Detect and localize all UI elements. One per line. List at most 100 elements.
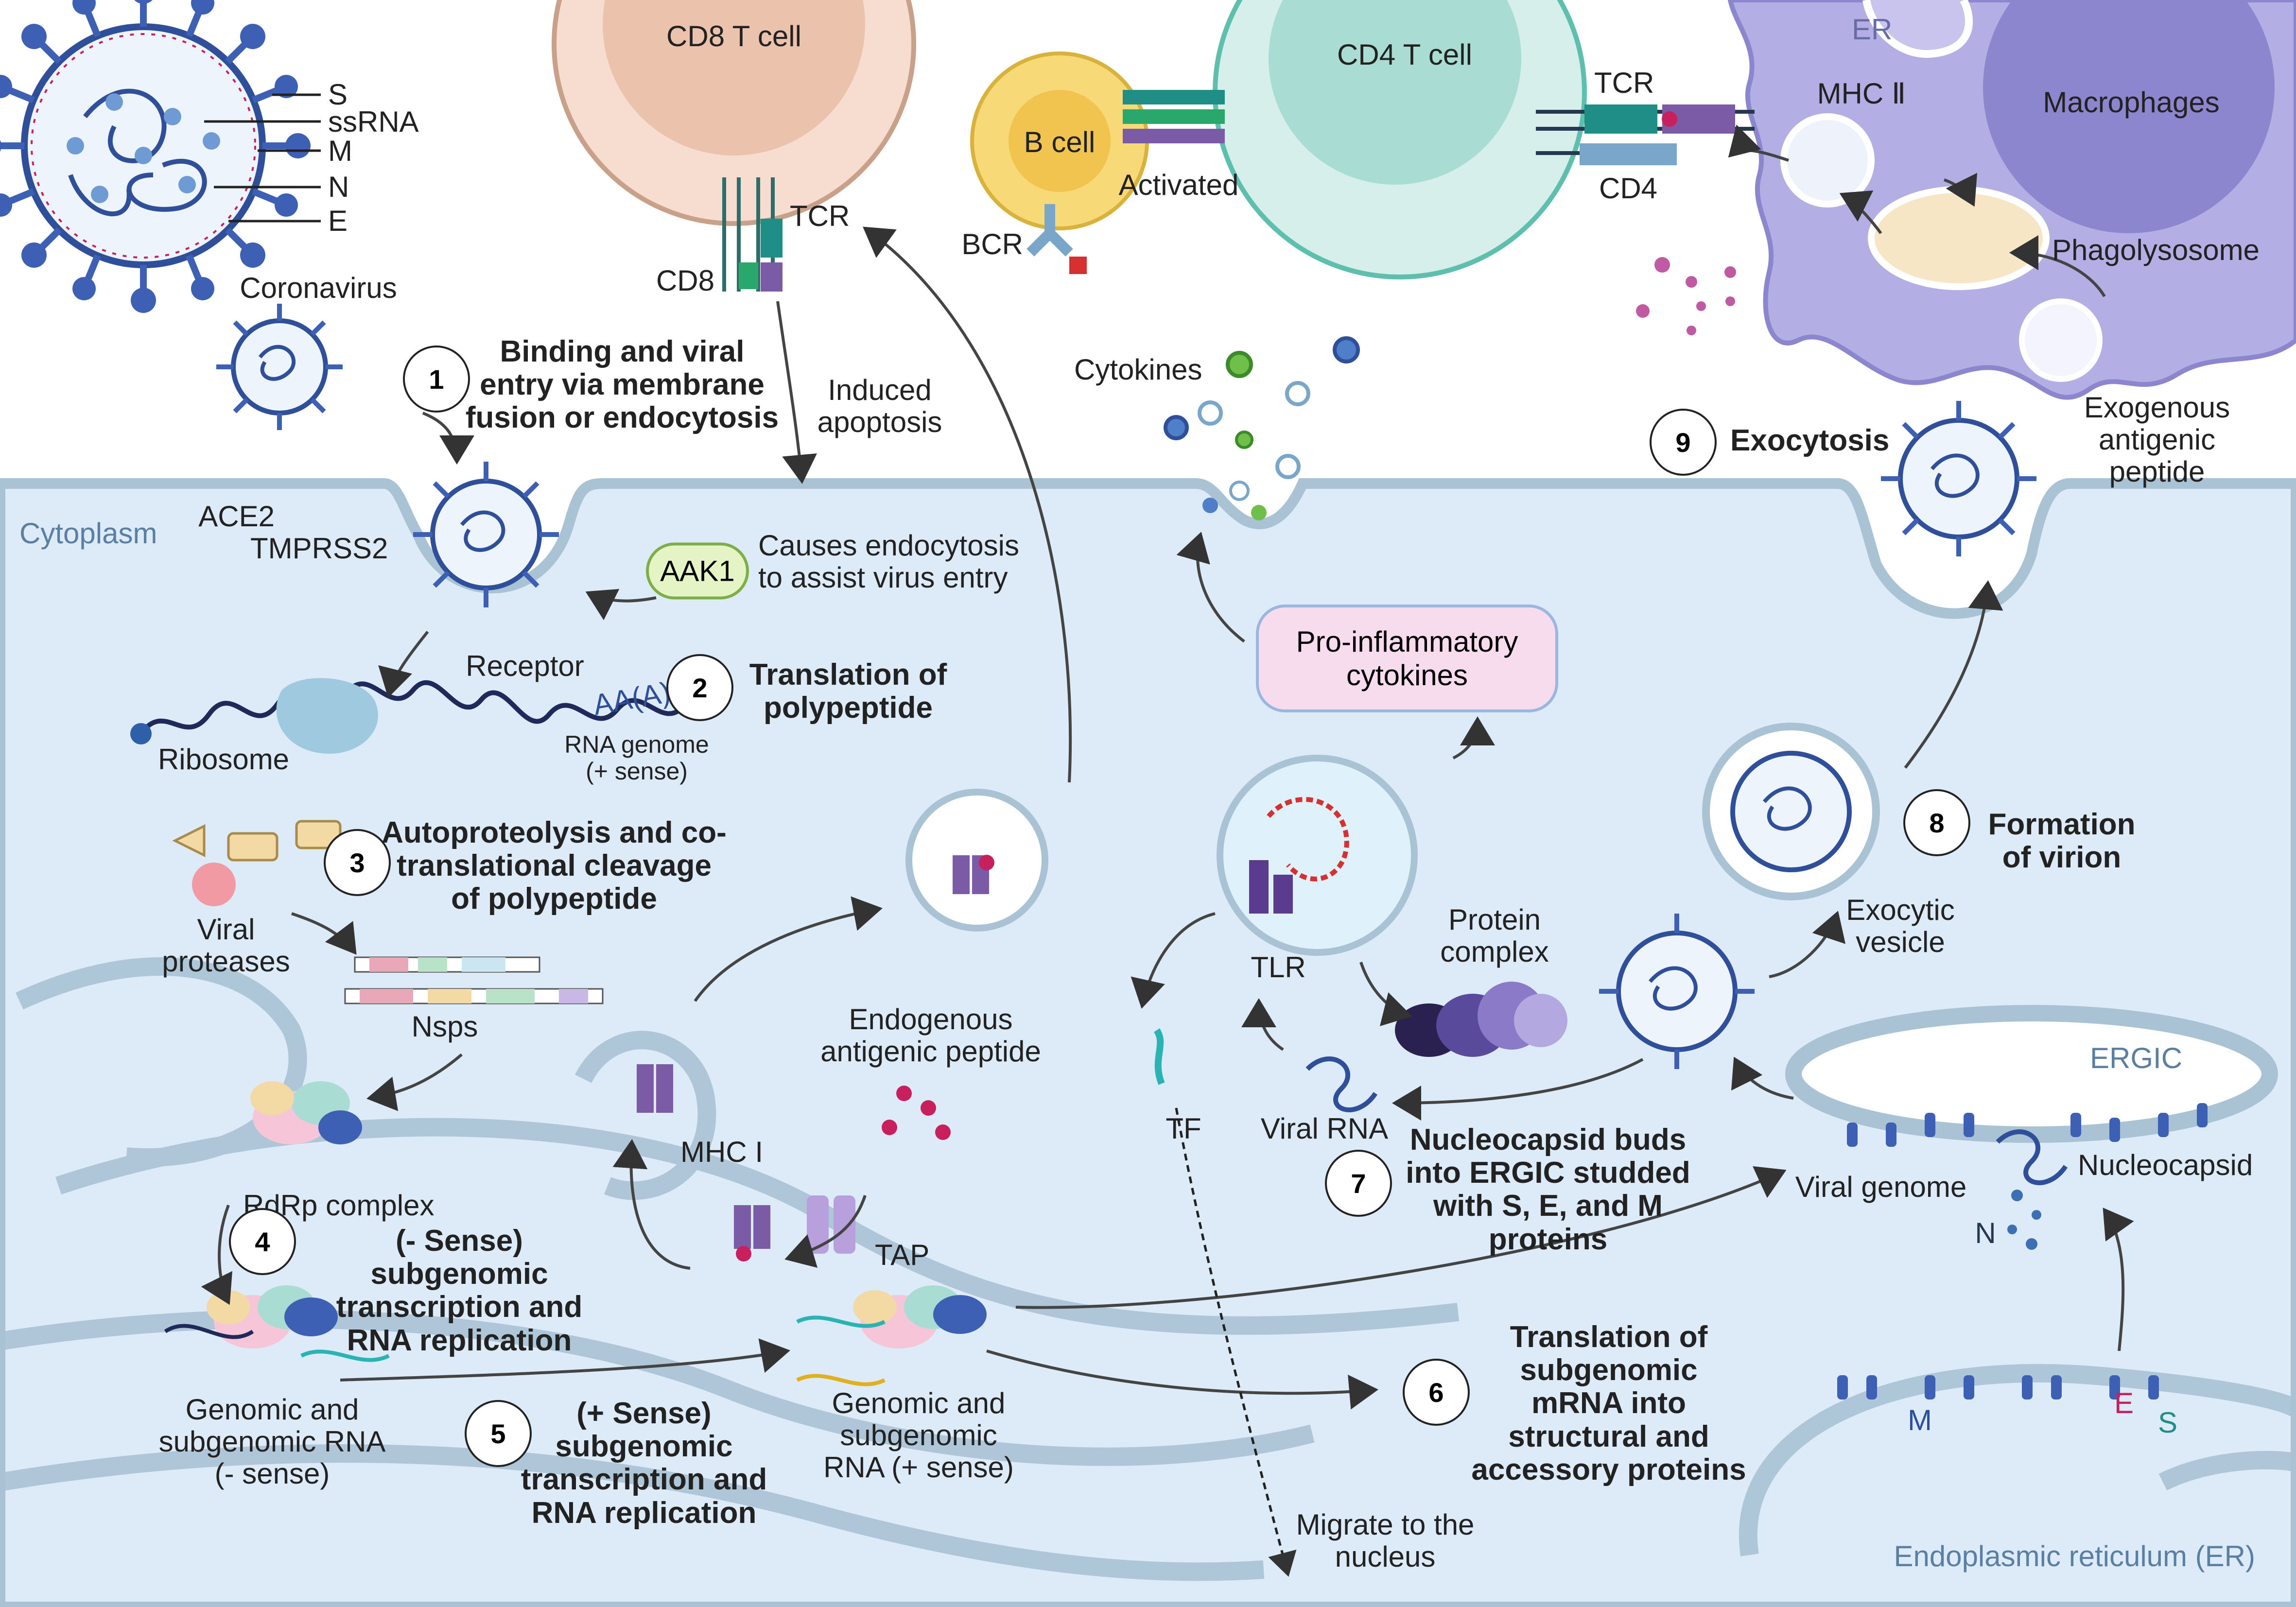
b-cell-nucleus — [1009, 90, 1111, 192]
endogenous-peptide-label: Endogenous antigenic peptide — [820, 1003, 1041, 1068]
genomic-plus-label: Genomic and subgenomic RNA (+ sense) — [823, 1387, 1014, 1484]
step-4-number: 4 — [229, 1208, 296, 1275]
polypeptide-fragments — [172, 820, 342, 906]
viral-genome-label: Viral genome — [1795, 1171, 1967, 1203]
m-letter-label: M — [1908, 1404, 1932, 1436]
endoplasmic-reticulum-right — [1739, 1364, 2296, 1556]
macrophage-er — [1862, 0, 1973, 58]
virus-budding — [1599, 914, 1755, 1069]
bcell-receptors — [1123, 90, 1225, 143]
exogenous-peptide-dots — [1636, 257, 1736, 335]
rna-genome-strand — [139, 680, 687, 735]
mhc1-label: MHC I — [680, 1136, 763, 1168]
receptor-label: Receptor — [466, 650, 584, 682]
s-letter-label: S — [2157, 1406, 2178, 1439]
phagolysosome — [1868, 186, 2050, 290]
cytoplasm-label: Cytoplasm — [19, 517, 157, 550]
virus-attaching — [216, 304, 343, 430]
nucleocapsid-label: Nucleocapsid — [2078, 1149, 2253, 1181]
tap-label: TAP — [875, 1239, 930, 1271]
step-8-text: Formation of virion — [1988, 808, 2136, 875]
migrate-dashed-arrow — [1175, 1107, 1297, 1577]
virus-exocytosis — [1881, 401, 2036, 556]
b-cell-label: B cell — [1024, 126, 1096, 158]
n-protein-dots — [2007, 1190, 2041, 1250]
virus-structure-large — [0, 0, 311, 313]
cytokine-dots — [1164, 336, 1360, 520]
step-7-text: Nucleocapsid buds into ERGIC studded wit… — [1406, 1123, 1690, 1256]
endogenous-peptide-dots — [882, 1086, 951, 1140]
step-6-number: 6 — [1403, 1359, 1470, 1426]
viral-rna-label: Viral RNA — [1260, 1112, 1389, 1145]
step-6-text: Translation of subgenomic mRNA into stru… — [1471, 1320, 1746, 1486]
macrophages-label: Macrophages — [2043, 86, 2220, 119]
viral-rna-coil — [1305, 1056, 1378, 1112]
ace2-label: ACE2 — [198, 500, 275, 533]
nsps-label: Nsps — [411, 1010, 478, 1043]
ribosome-label: Ribosome — [157, 743, 290, 776]
cd4-label: CD4 — [1599, 172, 1658, 205]
macrophage-nucleus — [1983, 0, 2275, 233]
tcr-right-label: TCR — [1594, 67, 1654, 99]
virus-in-vesicle — [1730, 751, 1852, 872]
rdrp-complex-top — [250, 1081, 362, 1144]
mhc1-er-complex — [637, 1064, 770, 1261]
step-7-number: 7 — [1325, 1150, 1392, 1217]
exocytic-vesicle-label: Exocytic vesicle — [1846, 894, 1955, 958]
aak1-note: Causes endocytosis to assist virus entry — [758, 529, 1019, 594]
legend-n: N — [328, 171, 349, 203]
proinflammatory-cytokines-box: Pro-inflammatory cytokines — [1256, 605, 1558, 712]
migrate-nucleus-label: Migrate to the nucleus — [1296, 1508, 1475, 1573]
legend-s: S — [328, 78, 348, 111]
cd8-t-cell-label: CD8 T cell — [666, 20, 801, 52]
tlr-endosome — [1217, 755, 1418, 956]
legend-m: M — [328, 135, 352, 167]
activated-label: Activated — [1118, 169, 1239, 201]
ergic-proteins — [1847, 1103, 2208, 1147]
rna-genome-label: RNA genome (+ sense) — [564, 731, 709, 785]
step-2-text: Translation of polypeptide — [749, 658, 947, 725]
er-top-label: ER — [1852, 13, 1893, 46]
cd4-t-cell-label: CD4 T cell — [1337, 38, 1472, 71]
step-5-number: 5 — [465, 1400, 532, 1467]
protein-complex-label: Protein complex — [1440, 903, 1549, 968]
er-membrane-proteins — [1837, 1375, 2159, 1400]
induced-apoptosis-label: Induced apoptosis — [817, 374, 942, 438]
cytokines-label: Cytokines — [1074, 353, 1202, 386]
phagolysosome-label: Phagolysosome — [2052, 234, 2260, 266]
exogenous-vesicle — [2019, 298, 2103, 382]
step-2-number: 2 — [666, 654, 733, 721]
step-5-text: (+ Sense) subgenomic transcription and R… — [521, 1397, 767, 1530]
coronavirus-label: Coronavirus — [240, 272, 397, 304]
mhc2-label: MHC Ⅱ — [1817, 77, 1906, 110]
n-letter-label: N — [1975, 1217, 1996, 1249]
bcr-label: BCR — [961, 228, 1023, 260]
tf-label: TF — [1165, 1112, 1201, 1145]
rdrp-complex-mid — [207, 1285, 338, 1348]
step-1-text: Binding and viral entry via membrane fus… — [465, 335, 779, 435]
process-arrows — [201, 124, 2134, 1410]
ribosome-shape — [276, 678, 378, 754]
cd8-label: CD8 — [656, 264, 714, 297]
nsps-bars — [344, 956, 604, 1004]
tcr-left-label: TCR — [790, 200, 850, 232]
nucleocapsid-coil — [1996, 1129, 2068, 1185]
viral-proteases-label: Viral proteases — [162, 913, 290, 978]
step-3-number: 3 — [324, 829, 391, 896]
er-bottom-label: Endoplasmic reticulum (ER) — [1894, 1540, 2255, 1572]
step-4-text: (- Sense) subgenomic transcription and R… — [336, 1224, 583, 1357]
exogenous-peptide-label: Exogenous antigenic peptide — [2084, 391, 2230, 488]
legend-e: E — [328, 205, 348, 237]
step-3-text: Autoproteolysis and co- translational cl… — [382, 816, 727, 916]
virus-endocytosis — [413, 462, 559, 607]
rdrp-complex-right — [853, 1285, 987, 1348]
phago-vesicle-1 — [1780, 113, 1875, 207]
step-9-text: Exocytosis — [1730, 424, 1890, 457]
legend-ssrna: ssRNA — [328, 105, 419, 138]
cd8-nucleus — [603, 0, 865, 156]
bcr-antibody — [1026, 204, 1073, 257]
tlr-label: TLR — [1251, 951, 1306, 984]
genomic-minus-label: Genomic and subgenomic RNA (- sense) — [158, 1393, 386, 1490]
